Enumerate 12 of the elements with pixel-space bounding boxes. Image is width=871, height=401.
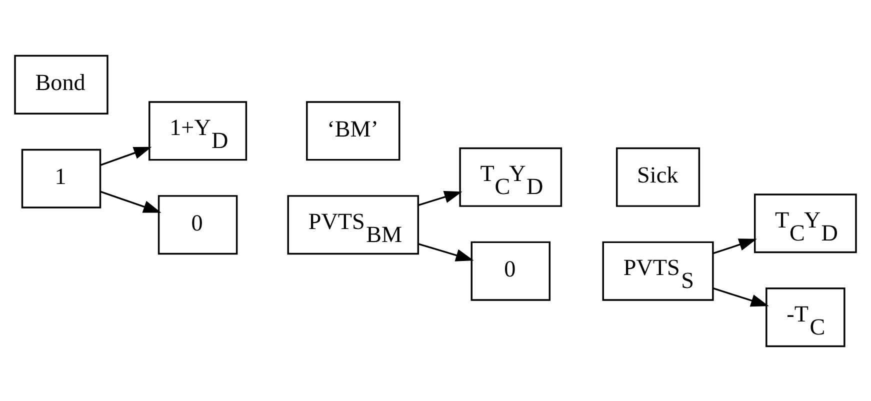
node-box: 1 (21, 148, 102, 208)
arrow (713, 286, 769, 306)
node-box: Sick (616, 146, 700, 206)
node-box: Bond (14, 54, 108, 114)
node-box: 0 (470, 240, 551, 300)
node-box: 0 (158, 194, 238, 254)
node-box: ‘BM’ (306, 100, 400, 160)
arrow (100, 146, 152, 166)
arrow (418, 242, 474, 261)
arrow (418, 190, 462, 206)
arrow (100, 190, 162, 212)
arrow (713, 238, 757, 254)
